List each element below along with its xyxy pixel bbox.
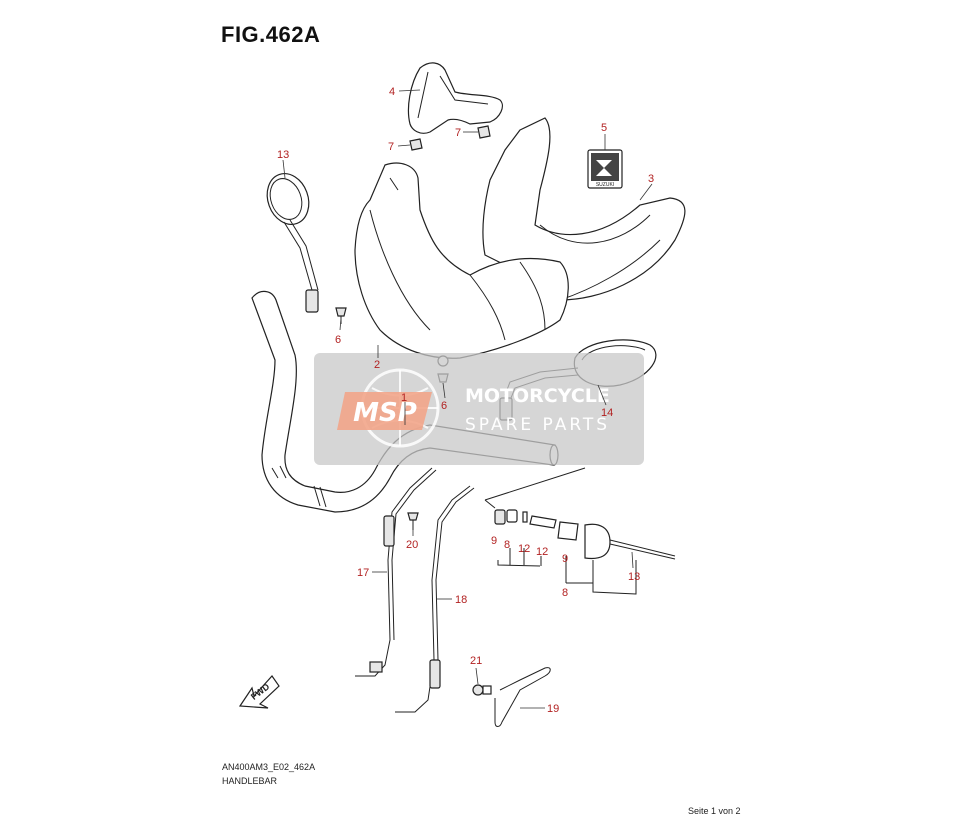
callout-3: 3 (648, 173, 654, 185)
callout-16: 14 (601, 407, 613, 419)
watermark-logo: MSP (353, 398, 417, 428)
callout-7b: 7 (455, 127, 461, 139)
callout-19: 19 (547, 703, 559, 715)
part-upper-cover (407, 62, 503, 134)
callout-12: 12 (536, 546, 548, 558)
callout-8: 8 (562, 587, 568, 599)
callout-21: 21 (470, 655, 482, 667)
part-emblem: SUZUKI (587, 149, 623, 189)
watermark: MSP MOTORCYCLE SPARE PARTS (314, 353, 644, 465)
part-cable-18 (395, 485, 475, 713)
page-indicator: Seite 1 von 2 (688, 806, 741, 816)
watermark-line2: SPARE PARTS (465, 415, 610, 435)
callout-11: 9 (491, 535, 497, 547)
callout-5: 5 (601, 122, 607, 134)
callout-2: 2 (374, 359, 380, 371)
callout-10: 8 (504, 539, 510, 551)
part-left-mirror (266, 173, 319, 313)
callout-1: 1 (401, 392, 407, 404)
callout-18: 18 (455, 594, 467, 606)
figure-name: HANDLEBAR (222, 776, 278, 786)
leader-lines (282, 89, 653, 709)
callout-17: 17 (357, 567, 369, 579)
callout-14: 12 (518, 543, 530, 555)
part-screw-20 (407, 512, 419, 530)
part-bracket-19 (494, 667, 551, 727)
callout-4: 4 (389, 86, 395, 98)
part-right-cover (482, 117, 686, 301)
figure-title: FIG.462A (221, 22, 321, 47)
callout-20: 20 (406, 539, 418, 551)
callout-6b: 6 (441, 400, 447, 412)
figure-code: AN400AM3_E02_462A (222, 762, 316, 772)
fwd-arrow-icon: FWD (238, 675, 280, 709)
part-cable-17 (355, 467, 437, 677)
part-clip-7a (409, 138, 423, 151)
callout-7a: 7 (388, 141, 394, 153)
part-bolt-21 (472, 684, 492, 696)
part-lower-cover (354, 162, 569, 359)
callout-15: 13 (277, 149, 289, 161)
callout-13: 13 (628, 571, 640, 583)
emblem-text: SUZUKI (596, 182, 614, 188)
callouts: 4 7 7 5 3 13 6 2 6 1 14 9 8 12 12 9 13 8… (277, 86, 654, 715)
callout-9: 9 (562, 553, 568, 565)
callout-6a: 6 (335, 334, 341, 346)
part-bar-end-assembly (484, 467, 676, 595)
part-clip-7b (477, 125, 491, 139)
watermark-line1: MOTORCYCLE (465, 385, 610, 407)
